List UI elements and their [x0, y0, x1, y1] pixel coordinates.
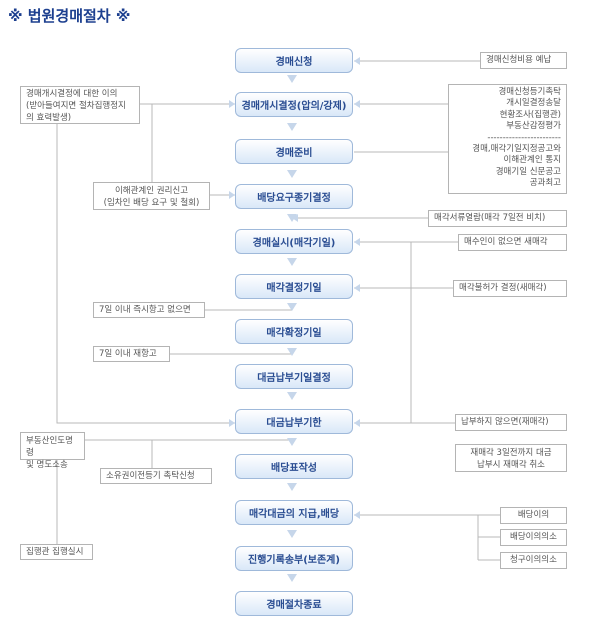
note-preparation-tasks: 경매신청등기촉탁 개시일결정송달 현황조사(집행관) 부동산감정평가 -----… [448, 84, 567, 194]
down-arrow-icon [287, 123, 297, 131]
note-eviction-order: 부동산인도명령 및 명도소송 [20, 432, 85, 470]
note-commencement-objection: 경매개시결정에 대한 이의 (받아들여지면 절차집행정지 의 효력발생) [20, 86, 140, 124]
down-arrow-icon [287, 348, 297, 356]
down-arrow-icon [287, 483, 297, 491]
down-arrows [287, 75, 297, 582]
arrow-left-icon [354, 284, 360, 292]
down-arrow-icon [287, 303, 297, 311]
arrow-left-icon [354, 419, 360, 427]
note-reappeal-7days: 7일 이내 재항고 [93, 346, 170, 362]
page-title: ※ 법원경매절차 ※ [8, 7, 131, 25]
note-appeal-7days: 7일 이내 즉시항고 없으면 [93, 302, 205, 318]
arrow-left-icon [354, 511, 360, 519]
step-auction-commencement: 경매개시결정(압의/강제) [235, 92, 353, 117]
connector-left-spine [56, 120, 235, 424]
down-arrow-icon [287, 530, 297, 538]
arrow-left-icon [354, 57, 360, 65]
step-auction-end: 경매절차종료 [235, 591, 353, 616]
step-record-transfer: 진행기록송부(보존계) [235, 546, 353, 571]
note-dividend-objection-suit: 배당이의의소 [500, 529, 567, 546]
step-payment-deadline: 대금납부기한 [235, 409, 353, 434]
connector-resale-spine [354, 242, 412, 424]
note-no-payment-resale: 납부하지 않으면(재매각) [455, 414, 567, 431]
note-ownership-registration: 소유권이전등기 촉탁신청 [100, 468, 212, 484]
step-auction-sale-date: 경매실시(매각기일) [235, 229, 353, 254]
step-dividend-table: 배당표작성 [235, 454, 353, 479]
step-sale-decision-date: 매각결정기일 [235, 274, 353, 299]
arrow-left-icon [354, 238, 360, 246]
step-dividend-deadline: 배당요구종기결정 [235, 184, 353, 209]
note-sale-not-permitted: 매각불허가 결정(새매각) [453, 280, 567, 297]
note-cost-prepayment: 경매신청비용 예납 [480, 52, 567, 69]
down-arrow-icon [287, 574, 297, 582]
step-payment-date-decision: 대금납부기일결정 [235, 364, 353, 389]
arrow-right-icon [229, 100, 235, 108]
note-no-buyer-resale: 매수인이 없으면 새매각 [458, 234, 567, 251]
down-arrow-icon [287, 438, 297, 446]
arrow-right-icon [229, 191, 235, 199]
note-bailiff-enforcement: 집행관 집행실시 [20, 544, 93, 560]
note-resale-cancellation: 재매각 3일전까지 대금 납부시 재매각 취소 [455, 444, 567, 472]
down-arrow-icon [287, 392, 297, 400]
step-auction-application: 경매신청 [235, 48, 353, 73]
note-claim-objection-suit: 청구이의의소 [500, 552, 567, 569]
down-arrow-icon [287, 170, 297, 178]
down-arrow-icon [287, 75, 297, 83]
arrow-right-icon [229, 419, 235, 427]
step-auction-preparation: 경매준비 [235, 139, 353, 164]
arrow-left-icon [292, 214, 298, 222]
step-payment-distribution: 매각대금의 지급,배당 [235, 500, 353, 525]
arrow-left-icon [354, 100, 360, 108]
note-creditor-report: 이해관계인 권리신고 (임차인 배당 요구 및 철회) [93, 182, 210, 210]
down-arrow-icon [287, 258, 297, 266]
step-sale-confirmation-date: 매각확정기일 [235, 319, 353, 344]
note-dividend-objection: 배당이의 [500, 507, 567, 524]
note-document-viewing: 매각서류열람(매각 7일전 비치) [428, 210, 567, 227]
